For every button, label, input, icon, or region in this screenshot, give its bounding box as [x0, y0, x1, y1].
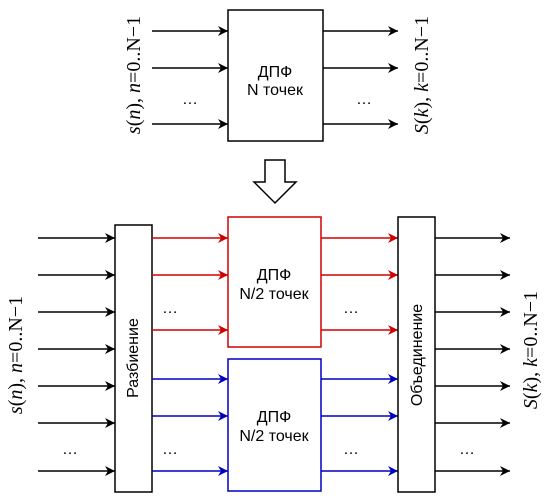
- merge-block: [397, 216, 436, 493]
- top-input-label: s(n), n=0..N−1: [123, 16, 145, 134]
- dft-n-block-subtitle: N точек: [247, 82, 304, 99]
- split-block-label: Разбиение: [125, 318, 142, 398]
- bottom-output-label: S(k), k=0..N−1: [520, 291, 542, 409]
- upper-dft-title: ДПФ: [257, 267, 292, 284]
- bottom-input-label: s(n), n=0..N−1: [5, 296, 27, 414]
- down-arrow-icon: [252, 159, 298, 205]
- dft-n-block-title: ДПФ: [258, 64, 293, 81]
- upper-dft-subtitle: N/2 точек: [239, 286, 309, 303]
- lower-dft-block: [227, 358, 322, 492]
- lower-dft-subtitle: N/2 точек: [239, 428, 309, 445]
- upper-output-ellipsis: …: [343, 300, 359, 317]
- dft-n-block: [227, 9, 324, 142]
- bottom-section: s(n), n=0..N−1 … Разбиение … ДПФ N/2 точ…: [5, 216, 542, 493]
- lower-input-ellipsis: …: [162, 441, 178, 458]
- top-section: s(n), n=0..N−1 … ДПФ N точек … S(k), k=0…: [123, 9, 433, 142]
- upper-input-ellipsis: …: [162, 300, 178, 317]
- top-input-ellipsis: …: [182, 91, 198, 108]
- split-block: [114, 224, 153, 493]
- bottom-output-ellipsis: …: [459, 441, 475, 458]
- upper-dft-block: [227, 216, 322, 348]
- bottom-input-ellipsis: …: [62, 441, 78, 458]
- top-output-label: S(k), k=0..N−1: [411, 16, 433, 134]
- merge-block-label: Объединение: [409, 304, 426, 406]
- top-output-ellipsis: …: [356, 91, 372, 108]
- lower-output-ellipsis: …: [343, 441, 359, 458]
- lower-dft-title: ДПФ: [257, 409, 292, 426]
